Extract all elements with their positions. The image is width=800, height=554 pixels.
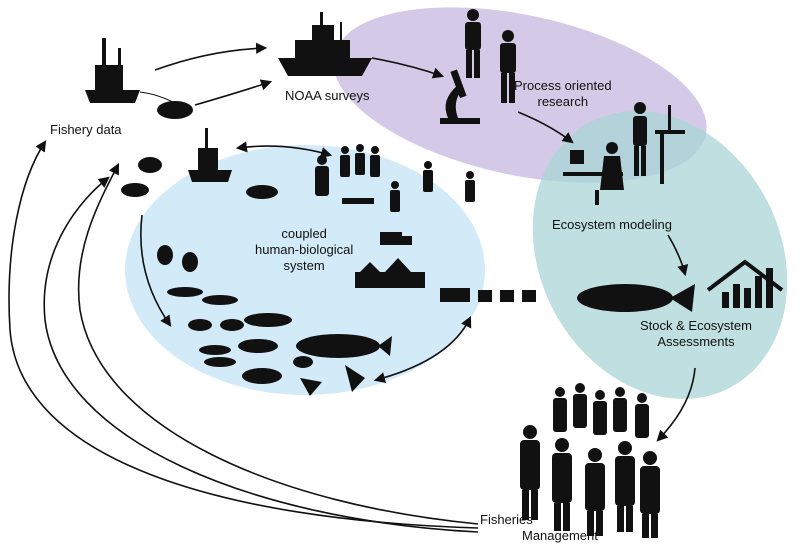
fishing-trawler-icon — [85, 38, 193, 119]
coupled-system-label: coupled human-biological system — [255, 226, 353, 274]
scientist-icon — [465, 9, 516, 103]
arrow-management-to-fishery-outer — [8, 140, 479, 529]
arrow-fishery-to-survey-upper — [154, 42, 268, 71]
arrow-assessment-to-management — [656, 367, 696, 442]
fish-school-icon — [167, 287, 292, 384]
coupled-label-line1: coupled — [281, 226, 327, 241]
stock-assessments-label: Stock & Ecosystem Assessments — [640, 318, 752, 350]
stock-label-line1: Stock & Ecosystem — [640, 318, 752, 333]
whale-icon — [296, 334, 392, 358]
process-label-line1: Process oriented — [514, 78, 612, 93]
fisheries-management-label: Fisheries Management — [480, 512, 598, 544]
noaa-ship-icon — [278, 12, 372, 76]
management-label-line2: Management — [522, 528, 598, 543]
arrow-management-to-fishery-inner — [77, 163, 479, 525]
coupled-label-line2: human-biological — [255, 242, 354, 257]
process-research-label: Process oriented research — [514, 78, 612, 110]
crab-icon — [121, 157, 244, 331]
bar-chart-house-icon — [706, 259, 784, 308]
process-label-line2: research — [537, 94, 589, 109]
modeling-zone — [532, 111, 788, 399]
fish-icon — [577, 284, 695, 312]
arrow-coupled-top-double — [235, 141, 333, 158]
arrow-modeling-to-assessment — [667, 234, 689, 277]
ecosystem-modeling-label: Ecosystem modeling — [552, 217, 672, 232]
computer-workstation-icon — [563, 102, 685, 205]
arrow-coupled-right-double — [373, 315, 472, 384]
management-people-icon — [520, 383, 660, 538]
arrow-management-to-fishery-middle — [43, 176, 479, 533]
stock-label-line2: Assessments — [657, 334, 735, 349]
inner-trawler-icon — [188, 128, 278, 199]
town-icon — [355, 258, 536, 302]
arrow-coupled-left — [140, 214, 172, 327]
arrow-survey-to-research — [371, 57, 445, 79]
truck-icon — [380, 232, 412, 245]
microscope-icon — [440, 69, 480, 124]
fishery-data-label: Fishery data — [50, 122, 122, 137]
people-group-icon — [315, 144, 475, 212]
bird-icon — [293, 356, 365, 396]
management-label-line1: Fisheries — [480, 512, 533, 527]
arrow-fishery-to-survey-lower — [194, 79, 273, 106]
coupled-label-line3: system — [283, 258, 325, 273]
arrow-research-to-modeling — [517, 111, 574, 144]
noaa-surveys-label: NOAA surveys — [285, 88, 370, 103]
